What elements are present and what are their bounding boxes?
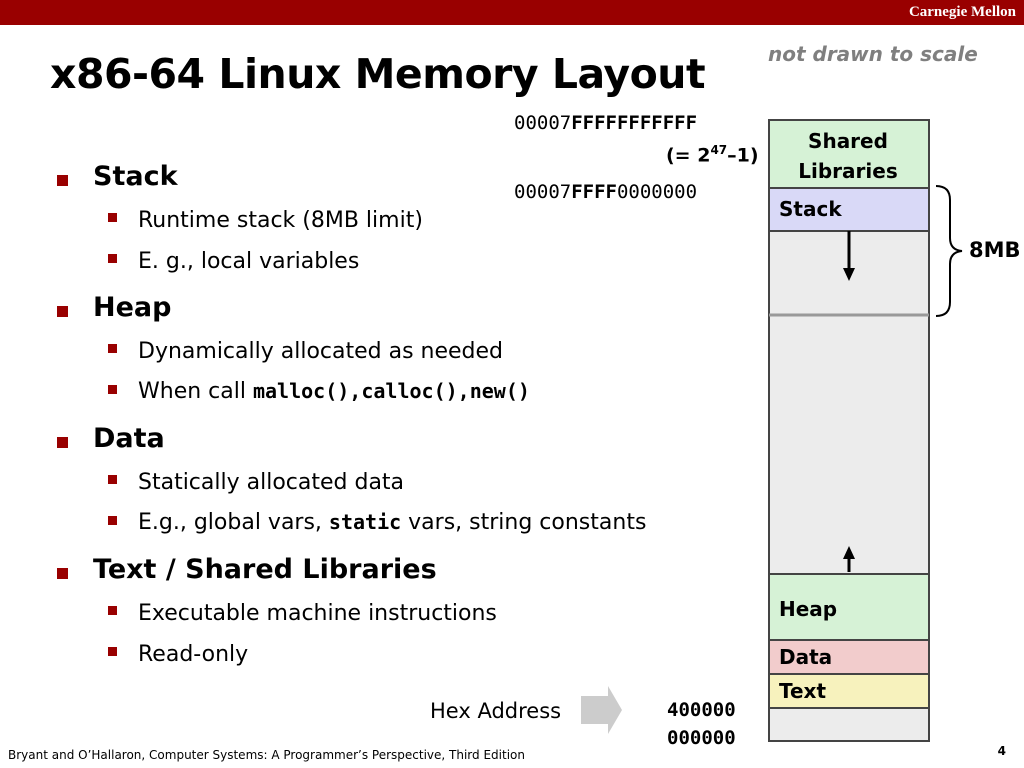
segment-label: Stack xyxy=(779,197,842,221)
sub-bullet: Dynamically allocated as needed xyxy=(138,339,504,364)
address-top-formula: (= 247–1) xyxy=(666,143,759,167)
hex-address-label: Hex Address xyxy=(430,699,562,723)
sub-bullet: Executable machine instructions xyxy=(138,601,497,626)
brace-icon xyxy=(935,185,963,317)
segment-label: Data xyxy=(779,645,833,669)
arrow-right-icon xyxy=(581,686,622,734)
brand-label: Carnegie Mellon xyxy=(908,4,1016,20)
sub-bullet-marker xyxy=(108,254,117,263)
bullet-marker xyxy=(57,437,68,448)
page-title: x86-64 Linux Memory Layout xyxy=(50,50,706,98)
sub-bullet: When call malloc(),calloc(),new() xyxy=(138,379,530,404)
sub-bullet-text: When call xyxy=(138,379,253,404)
segment-label: Heap xyxy=(779,597,838,621)
sub-bullet: Runtime stack (8MB limit) xyxy=(138,208,423,233)
segment-heap: Heap xyxy=(770,573,928,641)
sub-bullet: Statically allocated data xyxy=(138,470,405,495)
sub-bullet: Read-only xyxy=(138,642,249,667)
sub-bullet-marker xyxy=(108,385,117,394)
sub-bullet-text: vars, string constants xyxy=(401,510,647,535)
address-bottom: 000000 xyxy=(667,727,736,749)
bullet-heap: Heap xyxy=(93,292,172,323)
bullet-data: Data xyxy=(93,423,165,454)
segment-label: Shared Libraries xyxy=(798,129,898,183)
address-stack-start: 00007FFFF0000000 xyxy=(514,181,698,203)
sub-bullet-marker xyxy=(108,213,117,222)
sub-bullet-text: E.g., global vars, xyxy=(138,510,329,535)
segment-shared-libraries: Shared Libraries xyxy=(770,121,928,189)
bullet-marker xyxy=(57,175,68,186)
sub-bullet-marker xyxy=(108,606,117,615)
address-text-start: 400000 xyxy=(667,699,736,721)
footer-citation: Bryant and O’Hallaron, Computer Systems:… xyxy=(8,748,525,762)
header-bar: Carnegie Mellon xyxy=(0,0,1024,25)
stack-limit-label: 8MB xyxy=(969,238,1021,262)
segment-data: Data xyxy=(770,641,928,675)
sub-bullet: E.g., global vars, static vars, string c… xyxy=(138,510,646,535)
bullet-marker xyxy=(57,568,68,579)
scale-note: not drawn to scale xyxy=(768,42,978,66)
bullet-text-shared: Text / Shared Libraries xyxy=(93,554,437,585)
segment-text: Text xyxy=(770,675,928,709)
code-static: static xyxy=(328,510,402,534)
sub-bullet-marker xyxy=(108,647,117,656)
code-alloc-functions: malloc(),calloc(),new() xyxy=(252,379,530,403)
bullet-stack: Stack xyxy=(93,161,178,192)
segment-stack: Stack xyxy=(770,189,928,232)
sub-bullet: E. g., local variables xyxy=(138,249,360,274)
segment-label: Text xyxy=(779,679,827,703)
address-top: 00007FFFFFFFFFFF xyxy=(514,112,698,134)
bullet-marker xyxy=(57,306,68,317)
sub-bullet-marker xyxy=(108,475,117,484)
sub-bullet-marker xyxy=(108,516,117,525)
sub-bullet-marker xyxy=(108,344,117,353)
page-number: 4 xyxy=(997,744,1006,758)
memory-column: Shared Libraries Stack Heap Data Text xyxy=(768,119,930,742)
